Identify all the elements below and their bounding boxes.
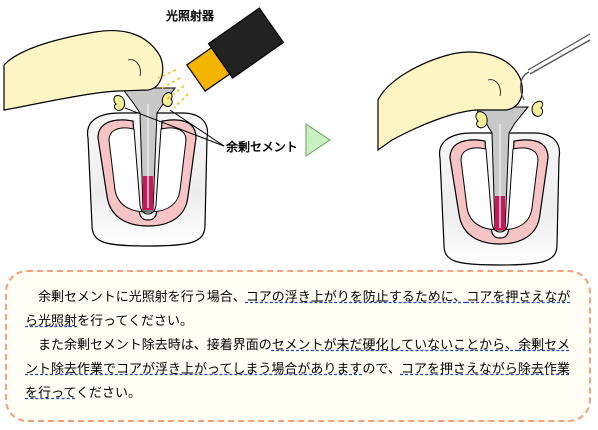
light-rays: [157, 69, 189, 109]
leader-line-1: [169, 109, 225, 147]
leader-line-2: [124, 107, 225, 147]
next-step-arrow-icon: [305, 123, 331, 157]
tooth-right: [439, 132, 561, 266]
excess-cement-blob-left-2: [161, 92, 173, 107]
excess-cement-blob-right-2: [531, 100, 544, 117]
light-curing-device: [185, 7, 285, 92]
right-scene: [377, 33, 591, 266]
core-post-right: [474, 106, 530, 231]
note-paragraph-1: 余剰セメントに光照射を行う場合、コアの浮き上がりを防止するために、コアを押さえな…: [25, 290, 571, 329]
left-scene: 光照射器 余剰セメント: [3, 7, 331, 247]
excess-cement-blob-left-1: [113, 95, 126, 111]
finger-left: [3, 29, 164, 111]
excess-cement-label: 余剰セメント: [225, 139, 298, 154]
instruction-note: 余剰セメントに光照射を行う場合、コアの浮き上がりを防止するために、コアを押さえな…: [5, 270, 591, 422]
finger-right: [377, 51, 523, 152]
excess-cement-blob-right-1: [475, 111, 488, 129]
note-paragraph-2: また余剰セメント除去時は、接着界面のセメントが未だ硬化していないことから、余剰セ…: [25, 338, 570, 401]
light-device-label: 光照射器: [165, 8, 215, 23]
procedure-diagram: 光照射器 余剰セメント: [3, 7, 591, 266]
dental-explorer-icon: [519, 33, 591, 101]
